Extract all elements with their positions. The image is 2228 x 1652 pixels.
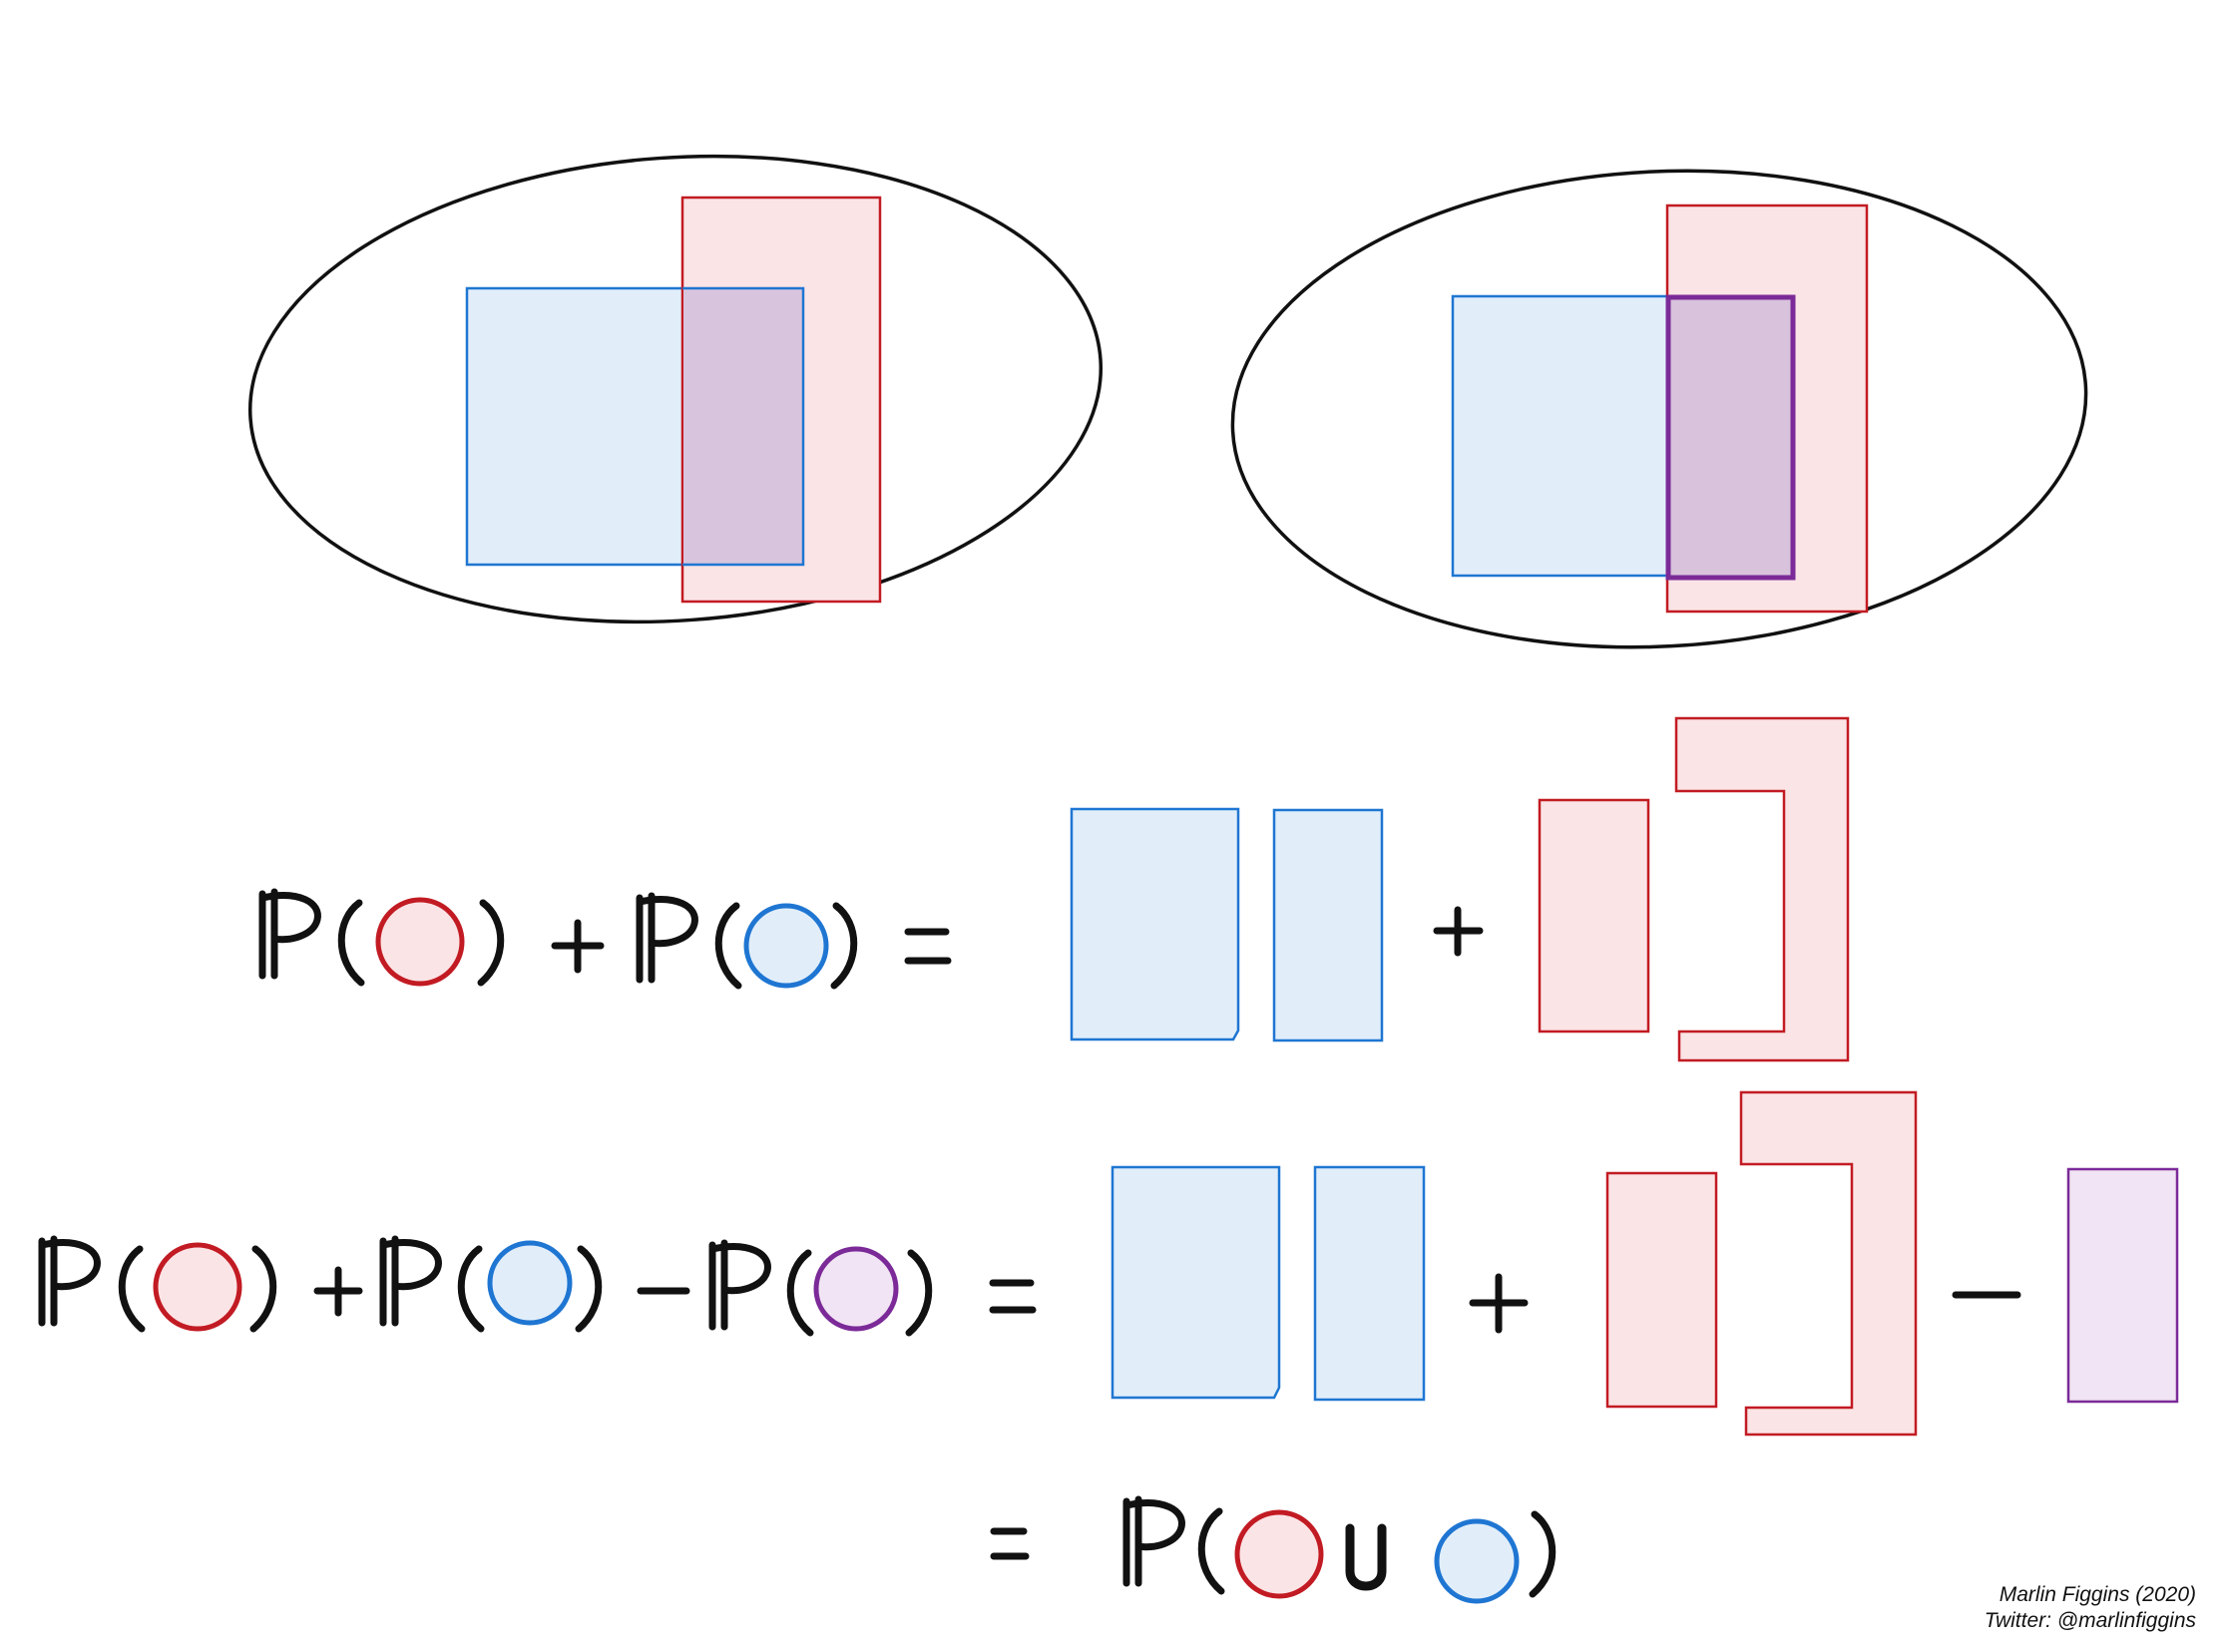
red-circle	[153, 1242, 242, 1332]
plus-sign	[313, 1266, 363, 1317]
blue-outline-over	[682, 286, 805, 567]
blue-piece-left	[1111, 1165, 1281, 1400]
open-paren	[1197, 1507, 1225, 1595]
red-piece-bracket	[1674, 716, 1850, 1062]
blue-circle	[743, 903, 829, 989]
red-piece-bracket	[1739, 1090, 1918, 1437]
blue-piece-right	[1272, 808, 1384, 1042]
blue-piece-left	[1070, 807, 1240, 1041]
credit-block: Marlin Figgins (2020) Twitter: @marlinfi…	[1985, 1582, 2196, 1634]
purple-circle	[813, 1246, 899, 1332]
open-paren	[457, 1245, 485, 1333]
close-paren	[477, 899, 505, 987]
sample-space-ellipse-left	[247, 154, 1104, 624]
close-paren	[575, 1245, 603, 1333]
credit-handle: Twitter: @marlinfiggins	[1984, 1609, 2196, 1632]
equals-sign	[990, 1527, 1030, 1560]
prob-symbol	[1122, 1495, 1185, 1587]
open-paren	[118, 1245, 146, 1333]
equals-sign	[989, 1279, 1037, 1314]
close-paren	[1529, 1510, 1557, 1598]
venn-left	[247, 154, 1104, 624]
union-symbol	[1345, 1523, 1387, 1591]
equals-sign	[904, 928, 952, 965]
sample-space-ellipse-right	[1230, 169, 2088, 649]
prob-symbol	[708, 1239, 771, 1331]
credit-author: Marlin Figgins (2020)	[1999, 1583, 2196, 1606]
red-circle	[375, 897, 465, 987]
prob-symbol	[379, 1235, 442, 1327]
red-piece-strip	[1538, 798, 1650, 1033]
plus-sign	[1433, 906, 1484, 957]
prob-symbol	[38, 1235, 101, 1327]
plus-sign	[551, 919, 605, 974]
close-paren	[830, 902, 858, 990]
blue-circle	[487, 1240, 573, 1326]
red-circle	[1234, 1509, 1324, 1599]
blue-circle	[1434, 1518, 1520, 1604]
equation-row-3	[990, 1495, 1557, 1604]
close-paren	[905, 1249, 933, 1337]
equation-row-1	[258, 716, 1850, 1062]
open-paren	[786, 1249, 814, 1337]
prob-symbol	[258, 888, 321, 980]
venn-right	[1230, 169, 2088, 649]
overlap-region	[683, 289, 802, 564]
open-paren	[714, 902, 742, 990]
prob-symbol	[636, 892, 698, 984]
close-paren	[249, 1245, 277, 1333]
plus-sign	[1469, 1273, 1529, 1334]
red-piece-strip	[1605, 1171, 1718, 1409]
equation-row-2	[38, 1090, 2179, 1437]
open-paren	[337, 899, 365, 987]
intersection-rect	[1665, 294, 1796, 581]
blue-piece-right	[1313, 1165, 1426, 1402]
purple-piece	[2066, 1167, 2179, 1404]
